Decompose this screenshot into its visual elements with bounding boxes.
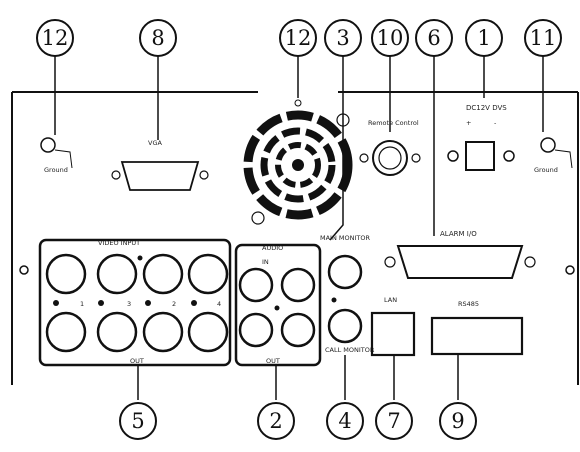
callout-label: 12	[42, 26, 69, 50]
ground-label-left: Ground	[44, 166, 68, 174]
svg-text:-: -	[494, 119, 497, 127]
video-bnc-row-bottom	[45, 311, 229, 353]
alarm-io-label: ALARM I/O	[440, 230, 477, 238]
callout-label: 6	[427, 26, 440, 50]
remote-control-label: Remote Control	[368, 119, 419, 127]
callout-label: 10	[377, 26, 404, 50]
vga-port: VGA	[111, 139, 209, 191]
mount-hole-left	[19, 265, 29, 275]
callout-8: 8	[139, 19, 177, 140]
audio-in-label: IN	[262, 258, 269, 266]
callout-label: 1	[477, 26, 490, 50]
audio-panel: AUDIO IN OUT	[234, 243, 322, 367]
callout-7: 7	[375, 355, 413, 440]
callout-label: 7	[387, 409, 400, 433]
audio-label: AUDIO	[262, 244, 283, 252]
video-io-panel: VIDEO INPUT OUT 1 3 2 4	[38, 238, 232, 367]
callout-label: 12	[285, 26, 312, 50]
video-input-label: VIDEO INPUT	[98, 239, 140, 247]
callout-10: 10	[371, 19, 409, 132]
channel-markers: 1 3 2 4	[53, 255, 221, 308]
cooling-fan	[243, 99, 353, 225]
channel-number: 2	[172, 300, 176, 308]
video-out-label: OUT	[130, 357, 144, 365]
callout-9: 9	[439, 354, 477, 440]
callout-label: 3	[336, 26, 349, 50]
video-bnc-row-top	[45, 253, 229, 295]
ground-terminal-left: Ground	[40, 137, 73, 174]
callout-12-center: 12	[279, 19, 317, 98]
monitor-outputs: MAIN MONITOR CALL MONITOR	[320, 234, 375, 354]
audio-out-label: OUT	[266, 357, 280, 365]
dc-power-input: DC12V DVS + -	[447, 104, 515, 171]
callout-12-left: 12	[36, 19, 74, 135]
main-monitor-label: MAIN MONITOR	[320, 234, 370, 242]
lan-label: LAN	[384, 296, 397, 304]
svg-text:+: +	[466, 119, 471, 127]
call-monitor-label: CALL MONITOR	[325, 346, 375, 354]
vga-label: VGA	[148, 139, 162, 147]
dc-power-label: DC12V DVS	[466, 104, 507, 112]
channel-number: 1	[80, 300, 84, 308]
channel-number: 3	[127, 300, 131, 308]
callout-1: 1	[465, 19, 503, 98]
callout-label: 9	[451, 409, 464, 433]
callout-label: 4	[338, 409, 351, 433]
remote-control-port: Remote Control	[359, 119, 421, 176]
lan-port: LAN	[370, 296, 416, 357]
rs485-port: RS485	[430, 300, 524, 356]
callout-6: 6	[415, 19, 453, 236]
callout-11: 11	[524, 19, 562, 132]
callout-label: 8	[151, 26, 164, 50]
callout-4: 4	[326, 355, 364, 440]
callout-5: 5	[119, 365, 157, 440]
mount-hole-right	[565, 265, 575, 275]
channel-number: 4	[217, 300, 221, 308]
callout-2: 2	[257, 365, 295, 440]
ground-terminal-right: Ground	[534, 137, 573, 174]
alarm-io-port: ALARM I/O	[384, 230, 536, 279]
ground-label-right: Ground	[534, 166, 558, 174]
callout-label: 2	[269, 409, 282, 433]
rs485-label: RS485	[458, 300, 479, 308]
callout-label: 5	[131, 409, 144, 433]
callout-3: 3	[324, 19, 362, 241]
callout-label: 11	[530, 26, 557, 50]
chassis-outline	[11, 91, 579, 385]
